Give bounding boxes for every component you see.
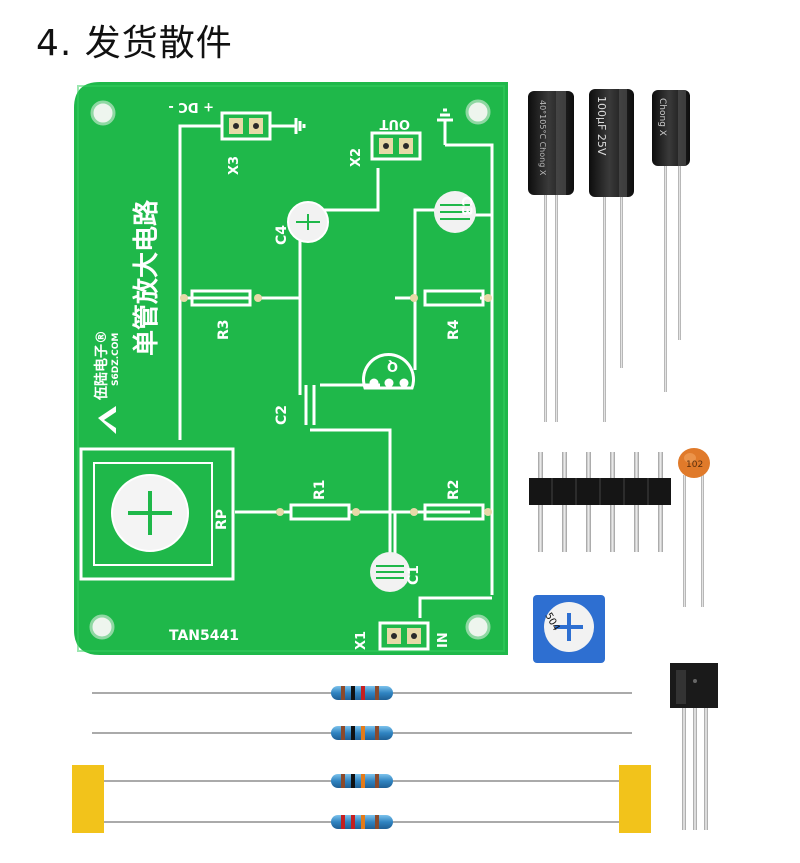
terminal-x1 xyxy=(378,621,430,651)
label-in: IN xyxy=(436,632,451,648)
board-capacitor-c1 xyxy=(370,552,410,592)
label-r1: R1 xyxy=(312,479,328,500)
capacitor-2-marking: 100µF 25V xyxy=(595,96,608,156)
electrolytic-capacitor-2: 100µF 25V xyxy=(589,89,634,422)
mounting-holes xyxy=(89,99,491,640)
resistor-2 xyxy=(92,726,632,740)
resistor-1 xyxy=(92,686,632,700)
terminal-x3 xyxy=(220,111,306,141)
label-c4: C4 xyxy=(274,225,290,245)
ceramic-marking: 102 xyxy=(686,460,703,470)
tape-strip-left xyxy=(72,765,104,833)
brand-name: 伍陆电子® xyxy=(93,330,110,401)
label-r4: R4 xyxy=(446,319,462,340)
pcb-board: 单管放大电路 伍陆电子® S6DZ.COM TAN5441 X3 + DC - … xyxy=(74,82,508,655)
board-capacitor-c2 xyxy=(304,385,316,425)
resistor-4 xyxy=(92,815,632,829)
brand-logo-icon xyxy=(98,406,116,434)
board-transistor-q xyxy=(362,352,415,390)
pin-header xyxy=(529,452,671,552)
board-title: 单管放大电路 xyxy=(131,199,162,356)
board-potentiometer-rp xyxy=(79,447,235,581)
electrolytic-capacitor-3: Chong X xyxy=(652,90,690,392)
label-x1: X1 xyxy=(354,631,369,650)
electrolytic-capacitor-1: 40°105°C Chong X xyxy=(528,91,574,422)
ceramic-capacitor: 102 xyxy=(678,448,710,607)
label-c2: C2 xyxy=(274,405,290,425)
label-q: Q xyxy=(387,358,398,373)
capacitor-3-marking: Chong X xyxy=(657,98,667,136)
label-c3: C3 xyxy=(458,196,474,216)
board-capacitor-c3 xyxy=(434,191,476,233)
page-title: 4. 发货散件 xyxy=(36,23,233,64)
label-x2: X2 xyxy=(349,148,364,167)
board-capacitor-c4 xyxy=(287,201,329,243)
label-x3: X3 xyxy=(227,156,242,175)
label-r3: R3 xyxy=(216,319,232,340)
label-c1: C1 xyxy=(406,565,422,585)
board-resistor-footprints xyxy=(190,289,485,521)
trimmer-potentiometer: 504 xyxy=(533,595,605,663)
brand-site: S6DZ.COM xyxy=(111,333,121,386)
resistor-3 xyxy=(92,774,632,788)
terminal-x2 xyxy=(370,108,453,161)
label-r2: R2 xyxy=(446,479,462,500)
silkscreen-traces xyxy=(178,124,494,618)
label-rp: RP xyxy=(214,509,230,530)
capacitor-1-marking: 40°105°C Chong X xyxy=(538,100,547,176)
tape-strip-right xyxy=(619,765,651,833)
label-dc: + DC - xyxy=(168,99,214,114)
transistor xyxy=(670,663,718,830)
label-out: OUT xyxy=(379,116,410,131)
board-model: TAN5441 xyxy=(169,628,239,644)
